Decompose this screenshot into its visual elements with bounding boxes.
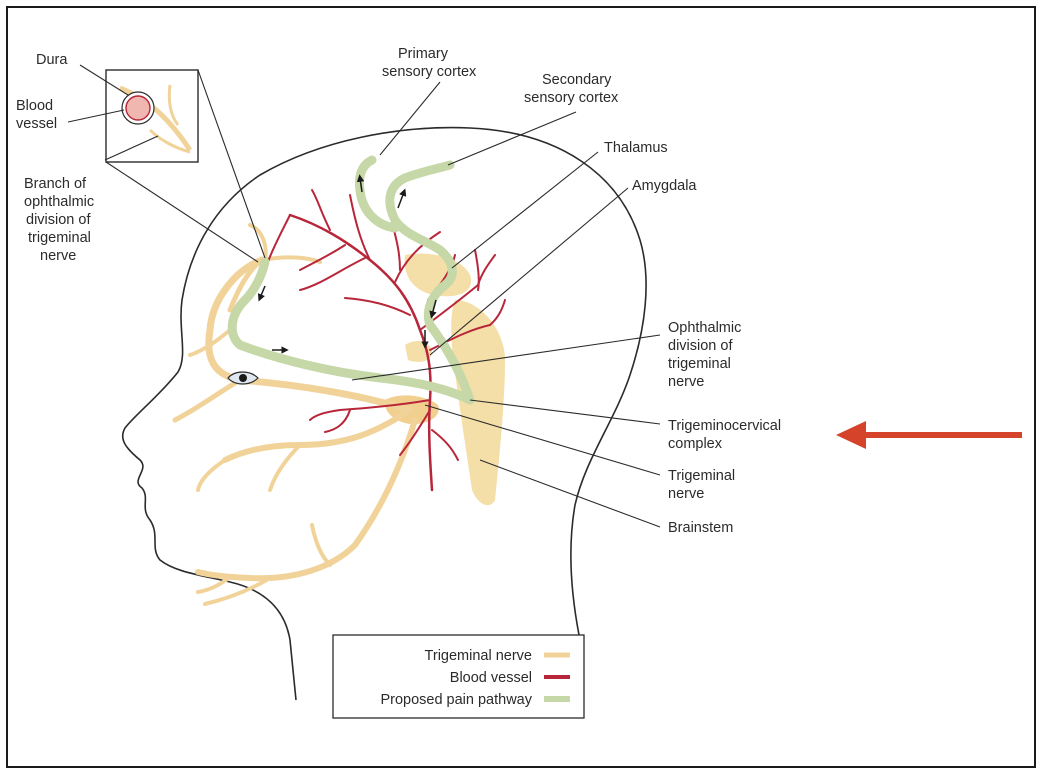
legend-label-pain-pathway: Proposed pain pathway <box>380 692 532 708</box>
label-branch-line1: Branch of <box>24 176 87 192</box>
label-primary-line2: sensory cortex <box>382 64 477 80</box>
label-secondary-line1: Secondary <box>542 72 612 88</box>
label-blood-vessel-line1: Blood <box>16 98 53 114</box>
arrow-left-icon <box>836 421 1022 449</box>
label-trigeminocervical-line1: Trigeminocervical <box>668 418 781 434</box>
label-ophthalmic-line2: division of <box>668 338 733 354</box>
label-thalamus: Thalamus <box>604 140 668 156</box>
label-branch-line3: division of <box>26 212 91 228</box>
label-branch-line2: ophthalmic <box>24 194 94 210</box>
legend: Trigeminal nerve Blood vessel Proposed p… <box>332 634 585 719</box>
label-amygdala: Amygdala <box>632 178 697 194</box>
blood-vessel-network <box>267 189 506 492</box>
label-leader-lines <box>67 64 661 528</box>
label-trigeminal-line2: nerve <box>668 486 704 502</box>
label-ophthalmic-line4: nerve <box>668 374 704 390</box>
legend-label-blood-vessel: Blood vessel <box>450 670 532 686</box>
head-outline <box>121 126 647 641</box>
inset-dura-detail <box>105 69 266 263</box>
label-ophthalmic-line3: trigeminal <box>668 356 731 372</box>
label-trigeminocervical-line2: complex <box>668 436 723 452</box>
label-brainstem: Brainstem <box>668 520 733 536</box>
label-primary-line1: Primary <box>398 46 449 62</box>
label-ophthalmic-line1: Ophthalmic <box>668 320 741 336</box>
legend-label-trigeminal-nerve: Trigeminal nerve <box>425 648 532 664</box>
label-branch-line5: nerve <box>40 248 76 264</box>
eye-icon <box>227 371 259 385</box>
label-branch-line4: trigeminal <box>28 230 91 246</box>
trigeminal-nerve-branches <box>172 223 418 606</box>
brainstem-shape <box>451 300 505 506</box>
neck-outline <box>289 639 297 701</box>
label-dura: Dura <box>36 52 68 68</box>
label-secondary-line2: sensory cortex <box>524 90 619 106</box>
proposed-pain-pathway <box>227 155 475 405</box>
label-trigeminal-line1: Trigeminal <box>668 468 735 484</box>
label-blood-vessel-line2: vessel <box>16 116 57 132</box>
